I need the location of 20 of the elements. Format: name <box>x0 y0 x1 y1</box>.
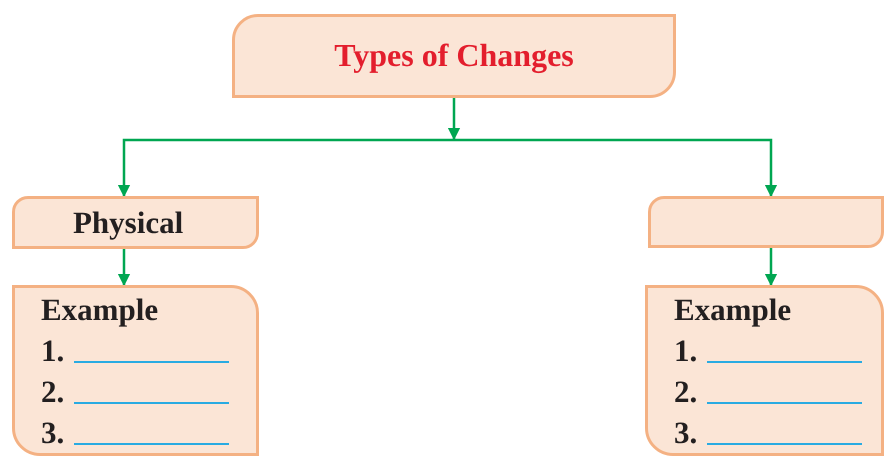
list-number: 3. <box>41 415 64 451</box>
arrow <box>454 138 778 198</box>
arrow <box>448 98 460 140</box>
list-number: 1. <box>674 333 698 369</box>
heading: Example <box>674 292 792 328</box>
category-box <box>648 196 884 248</box>
example-card <box>12 285 259 456</box>
title-box <box>232 14 676 98</box>
heading: Example <box>41 292 158 328</box>
example-card <box>645 285 884 456</box>
list-number: 1. <box>41 333 64 369</box>
list-number: 3. <box>674 415 698 451</box>
list-number: 2. <box>41 374 64 410</box>
list-number: 2. <box>674 374 698 410</box>
title-text: Types of Changes <box>333 37 575 74</box>
arrow <box>118 138 454 198</box>
category-label: Physical <box>73 205 184 241</box>
category-box <box>12 196 259 249</box>
arrow <box>118 249 130 286</box>
arrow <box>764 248 778 286</box>
